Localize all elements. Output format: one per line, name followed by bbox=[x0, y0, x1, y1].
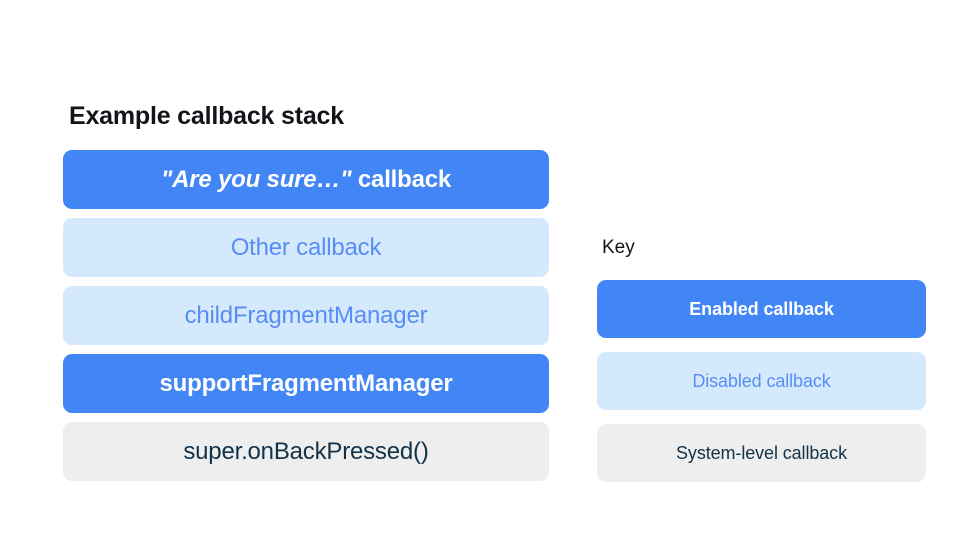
stack-item-label: super.onBackPressed() bbox=[183, 437, 429, 465]
key-title: Key bbox=[602, 237, 635, 258]
stack-item-super-on-back-pressed: super.onBackPressed() bbox=[63, 422, 549, 481]
stack-item-label: childFragmentManager bbox=[184, 301, 428, 329]
stack-item-label-quoted: "Are you sure…" bbox=[160, 165, 352, 193]
key-item-label: Disabled callback bbox=[692, 371, 831, 391]
key-item-label: System-level callback bbox=[676, 443, 847, 463]
callback-stack-panel: Example callback stack "Are you sure…" c… bbox=[63, 101, 549, 481]
key-item-system-level-callback: System-level callback bbox=[597, 424, 926, 482]
callback-stack-list: "Are you sure…" callback Other callback … bbox=[63, 150, 549, 481]
page-title: Example callback stack bbox=[69, 102, 344, 130]
key-panel: Key Enabled callback Disabled callback S… bbox=[597, 236, 926, 482]
key-item-enabled-callback: Enabled callback bbox=[597, 280, 926, 338]
key-item-label: Enabled callback bbox=[689, 299, 834, 319]
stack-item-support-fragment-manager: supportFragmentManager bbox=[63, 354, 549, 413]
stack-item-other-callback: Other callback bbox=[63, 218, 549, 277]
stack-item-child-fragment-manager: childFragmentManager bbox=[63, 286, 549, 345]
key-list: Enabled callback Disabled callback Syste… bbox=[597, 280, 926, 482]
key-item-disabled-callback: Disabled callback bbox=[597, 352, 926, 410]
stack-item-label-plain: callback bbox=[351, 165, 452, 193]
stack-item-label: "Are you sure…" callback bbox=[161, 166, 451, 194]
stack-item-label: supportFragmentManager bbox=[159, 369, 453, 397]
stack-item-label: Other callback bbox=[230, 233, 382, 261]
stack-item-are-you-sure-callback: "Are you sure…" callback bbox=[63, 150, 549, 209]
